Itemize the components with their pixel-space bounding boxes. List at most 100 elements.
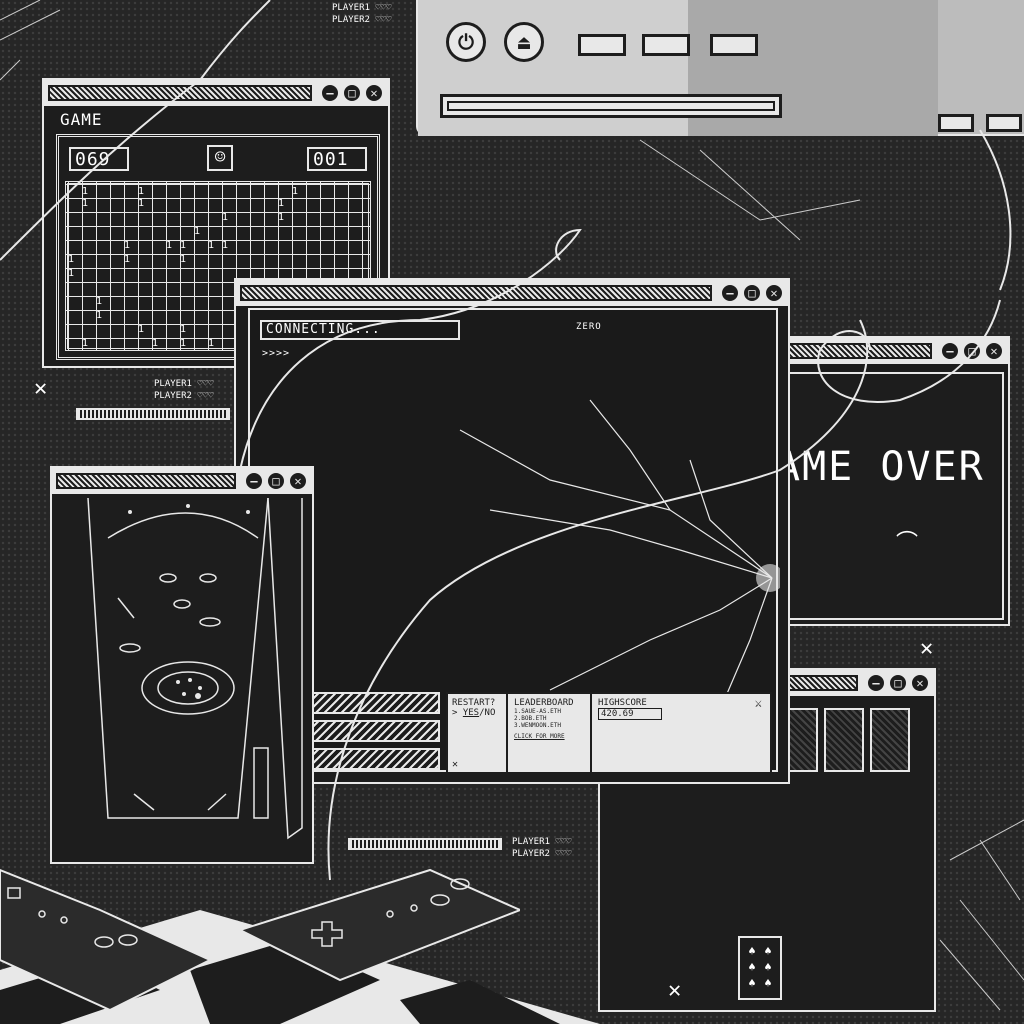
media-slot-1[interactable] <box>578 34 626 56</box>
eject-icon: ⏏ <box>517 30 531 54</box>
minimize-icon: – <box>250 474 258 488</box>
player1-lives: PLAYER1 ♡♡♡ <box>512 837 572 847</box>
close-button[interactable]: ✕ <box>764 283 784 303</box>
maximize-button[interactable]: □ <box>266 471 286 491</box>
maximize-icon: □ <box>748 286 756 300</box>
player2-lives: PLAYER2 ♡♡♡ <box>332 15 392 25</box>
minimize-icon: – <box>726 286 734 300</box>
minesweeper-titlebar: – □ ✕ <box>44 80 388 106</box>
maximize-button[interactable]: □ <box>742 283 762 303</box>
spade-icon: ♠ <box>748 976 756 990</box>
maximize-button[interactable]: □ <box>888 673 908 693</box>
cell-number: 1 <box>82 186 89 197</box>
maximize-icon: □ <box>894 676 902 690</box>
yes-option[interactable]: YES <box>462 708 480 718</box>
player2-lives: PLAYER2 ♡♡♡ <box>154 391 214 401</box>
highscore-value: 420.69 <box>598 708 662 720</box>
cell-number: 1 <box>278 198 285 209</box>
close-icon: ✕ <box>294 474 302 488</box>
close-button[interactable]: ✕ <box>288 471 308 491</box>
cell-number: 1 <box>124 240 131 251</box>
leaderboard-entry: 1.SAUE-AS.ETH <box>514 708 561 715</box>
minimize-icon: – <box>946 344 954 358</box>
minimize-button[interactable]: – <box>940 341 960 361</box>
smiley-face-button[interactable]: ☺ <box>207 145 233 171</box>
maximize-button[interactable]: □ <box>962 341 982 361</box>
leaderboard-title: LEADERBOARD <box>514 698 574 708</box>
power-button[interactable]: ⏻ <box>446 22 486 62</box>
hatched-strip <box>306 748 440 770</box>
x-mark: ✕ <box>668 978 682 1003</box>
progress-track[interactable] <box>440 94 782 118</box>
cell-number: 1 <box>96 310 103 321</box>
cell-number: 1 <box>68 268 75 279</box>
cell-number: 1 <box>180 338 187 349</box>
connecting-prompt: >>>> <box>262 348 291 359</box>
close-button[interactable]: ✕ <box>910 673 930 693</box>
cell-number: 1 <box>222 240 229 251</box>
title-hatch <box>766 343 932 359</box>
eject-button[interactable]: ⏏ <box>504 22 544 62</box>
controller-right[interactable] <box>237 868 520 982</box>
restart-options: > YES/NO <box>452 708 502 718</box>
pinball-table[interactable] <box>58 498 306 858</box>
close-button[interactable]: ✕ <box>984 341 1004 361</box>
connecting-status: CONNECTING... <box>260 320 460 340</box>
sad-face: ︵ <box>896 516 919 541</box>
cell-number: 1 <box>194 226 201 237</box>
media-slot-3[interactable] <box>710 34 758 56</box>
card-slot-2[interactable] <box>824 708 864 772</box>
cell-number: 1 <box>96 296 103 307</box>
minimize-icon: – <box>326 86 334 100</box>
close-icon[interactable]: ✕ <box>452 759 459 770</box>
click-for-more-link[interactable]: CLICK FOR MORE <box>514 733 565 740</box>
no-option[interactable]: NO <box>484 708 496 718</box>
minimize-button[interactable]: – <box>320 83 340 103</box>
minimize-button[interactable]: – <box>720 283 740 303</box>
cell-number: 1 <box>138 186 145 197</box>
cell-number: 1 <box>138 324 145 335</box>
game-over-titlebar: – □ ✕ <box>762 338 1008 364</box>
restart-label: RESTART? <box>452 698 496 708</box>
spade-icon: ♠ <box>748 944 756 958</box>
connecting-window: – □ ✕ CONNECTING... >>>> ZERO RESTART? >… <box>234 278 790 784</box>
hatched-strip <box>306 692 440 714</box>
cell-number: 1 <box>68 254 75 265</box>
progress-fill <box>447 101 775 111</box>
timer-counter: 001 <box>307 147 367 171</box>
player-hearts-top: PLAYER1 ♡♡♡ PLAYER2 ♡♡♡ <box>332 2 392 26</box>
close-button[interactable]: ✕ <box>364 83 384 103</box>
controller-left[interactable] <box>0 868 213 1012</box>
game-label: GAME <box>60 110 103 129</box>
connecting-titlebar: – □ ✕ <box>236 280 788 306</box>
mini-button-1[interactable] <box>938 114 974 132</box>
game-controllers <box>0 868 520 1012</box>
leaderboard-section: LEADERBOARD 1.SAUE-AS.ETH 2.BOB.ETH 3.WE… <box>510 694 592 772</box>
card-slot-3[interactable] <box>870 708 910 772</box>
player1-lives: PLAYER1 ♡♡♡ <box>154 379 214 389</box>
sword-icon: ⚔ <box>754 696 762 710</box>
restart-section: RESTART? > YES/NO ✕ <box>448 694 508 772</box>
hatched-strip <box>306 720 440 742</box>
cell-number: 1 <box>166 240 173 251</box>
close-icon: ✕ <box>370 86 378 100</box>
close-icon: ✕ <box>770 286 778 300</box>
mini-button-2[interactable] <box>986 114 1022 132</box>
cell-number: 1 <box>208 240 215 251</box>
maximize-icon: □ <box>968 344 976 358</box>
game-over-window: – □ ✕ AME OVER ︵ <box>760 336 1010 626</box>
game-over-frame <box>766 372 1004 620</box>
minimize-button[interactable]: – <box>244 471 264 491</box>
maximize-icon: □ <box>348 86 356 100</box>
pinball-titlebar: – □ ✕ <box>52 468 312 494</box>
maximize-button[interactable]: □ <box>342 83 362 103</box>
highscore-section: HIGHSCORE 420.69 ⚔ <box>594 694 770 772</box>
x-mark: ✕ <box>34 376 48 401</box>
cell-number: 1 <box>82 198 89 209</box>
media-slot-2[interactable] <box>642 34 690 56</box>
cell-number: 1 <box>292 186 299 197</box>
title-hatch <box>56 473 236 489</box>
minimize-button[interactable]: – <box>866 673 886 693</box>
cell-number: 1 <box>222 212 229 223</box>
playing-card[interactable]: ♠ ♠ ♠ ♠ ♠ ♠ <box>738 936 782 1000</box>
